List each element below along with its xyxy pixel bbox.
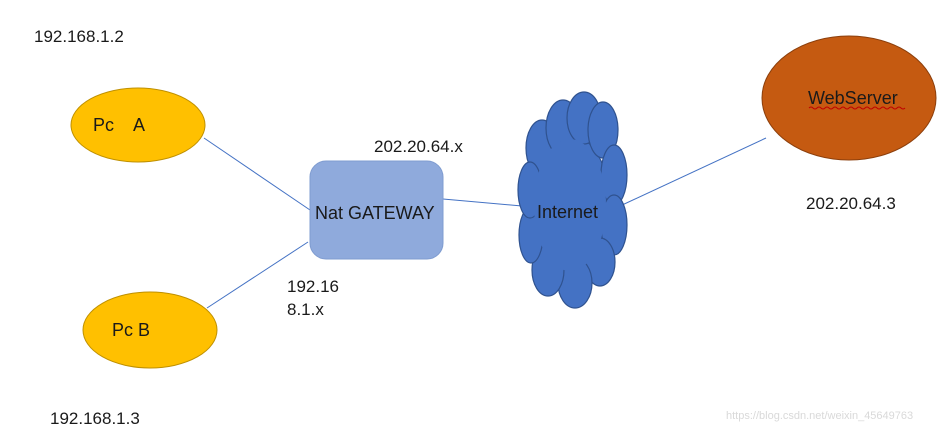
node-pc-b: Pc B [82, 291, 218, 369]
edge-pc-a-to-gateway [203, 137, 311, 211]
node-nat-gateway: Nat GATEWAY [309, 160, 444, 260]
edges [203, 137, 767, 309]
webserver-ip-label: 202.20.64.3 [806, 194, 896, 213]
gateway-inner-ip-line2: 8.1.x [287, 300, 324, 319]
node-pc-a: Pc A [70, 87, 206, 163]
cloud-body-fill [534, 139, 606, 271]
edge-internet-to-webserver [619, 137, 767, 207]
edge-gateway-to-internet [442, 198, 523, 207]
node-internet-cloud: Internet [517, 91, 628, 309]
internet-label: Internet [537, 202, 598, 222]
gateway-inner-ip-line1: 192.16 [287, 277, 339, 296]
edge-pc-b-to-gateway [206, 241, 309, 309]
webserver-label: WebServer [808, 88, 898, 108]
source-watermark: https://blog.csdn.net/weixin_45649763 [726, 410, 914, 422]
webserver-shape [761, 35, 937, 161]
pc-b-label: Pc B [112, 320, 150, 340]
gateway-label: Nat GATEWAY [315, 203, 435, 223]
pc-a-label: Pc A [93, 115, 145, 135]
spellcheck-underline [808, 106, 906, 110]
pc-a-shape [70, 87, 206, 163]
gateway-shape [309, 160, 444, 260]
pc-b-ip-label: 192.168.1.3 [50, 409, 140, 428]
pc-b-shape [82, 291, 218, 369]
node-webserver: WebServer [761, 35, 937, 161]
pc-a-ip-label: 192.168.1.2 [34, 27, 124, 46]
gateway-outer-ip-label: 202.20.64.x [374, 137, 463, 156]
